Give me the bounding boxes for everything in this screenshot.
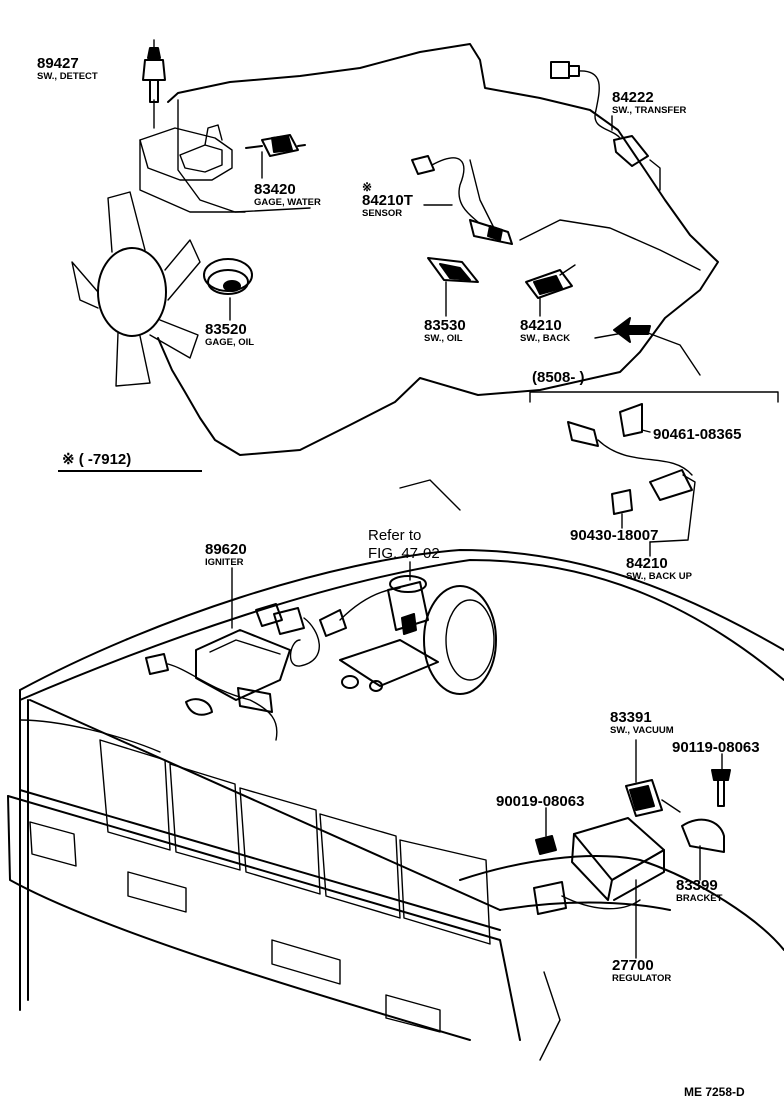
fan-drawing [71,191,201,387]
part-label-84210: 84210 SW., BACK [520,318,570,344]
part-label-83520: 83520 GAGE, OIL [205,322,254,348]
vehicle-body-drawing [7,549,784,1061]
part-name: SW., TRANSFER [612,105,687,116]
regulator-drawing [533,817,665,959]
part-label-83399: 83399 BRACKET [676,878,722,904]
part-number: 84222 [612,89,654,106]
date-range-note: (8508- ) [532,369,585,386]
refer-note: Refer to FIG. 47-02 [368,528,440,561]
engine-detail [177,99,311,213]
refer-line-2: FIG. 47-02 [368,545,440,562]
range-bracket [529,391,779,403]
mark-range-note: ※ ( -7912) [62,451,132,468]
part-name: SENSOR [362,208,403,219]
vacuum-switch-drawing [625,739,681,817]
part-number: 84210 [520,317,562,334]
part-number: 83530 [424,317,466,334]
mark-range-underline [58,470,202,472]
part-name: BRACKET [676,893,723,904]
brake-booster-drawing [339,479,497,695]
part-label-27700: 27700 REGULATOR [612,958,671,984]
part-number: 83391 [610,709,652,726]
refer-line-1: Refer to [368,527,422,544]
part-label-90461-08365: 90461-08365 [653,426,742,443]
part-name: SW., BACK UP [626,571,692,582]
part-label-83391: 83391 SW., VACUUM [610,710,674,736]
part-number: 84210 [626,555,668,572]
part-name: SW., VACUUM [610,725,674,736]
part-label-83530: 83530 SW., OIL [424,318,466,344]
part-label-90430-18007: 90430-18007 [570,527,659,544]
detect-switch-drawing [142,39,166,103]
part-number: 84210T [362,192,413,209]
igniter-drawing [145,567,401,741]
part-name: SW., BACK [520,333,571,344]
part-number: 83399 [676,877,718,894]
part-number: 89427 [37,55,79,72]
part-number: 27700 [612,957,654,974]
back-switch-drawing [525,264,576,299]
part-label-84210-back-up: 84210 SW., BACK UP [626,556,692,582]
part-label-90119-08063: 90119-08063 [672,739,760,756]
bolt-90119-drawing [711,753,731,807]
figure-code: ME 7258-D [684,1085,745,1099]
water-gage-drawing [245,134,306,157]
part-mark: ※ [362,180,373,194]
part-name: REGULATOR [612,973,672,984]
part-name: SW., DETECT [37,71,98,82]
oil-switch-drawing [427,257,479,283]
temp-sensor-drawing [411,155,513,245]
bolt-90019-drawing [535,807,557,855]
part-name: IGNITER [205,557,244,568]
back-up-switch-assembly-drawing [567,403,696,557]
part-number: 83420 [254,181,296,198]
part-number: 89620 [205,541,247,558]
part-label-84222: 84222 SW., TRANSFER [612,90,686,116]
part-label-89620: 89620 IGNITER [205,542,247,568]
part-name: GAGE, OIL [205,337,255,348]
transfer-switch-drawing [550,61,661,191]
part-label-83420: 83420 GAGE, WATER [254,182,321,208]
oil-gage-drawing [203,258,253,295]
part-name: SW., OIL [424,333,463,344]
part-label-90019-08063: 90019-08063 [496,793,585,810]
part-number: 83520 [205,321,247,338]
part-name: GAGE, WATER [254,197,321,208]
part-label-84210T: ※ 84210T SENSOR [362,180,413,219]
engine-outline [157,43,719,456]
bracket-83399-drawing [681,818,725,881]
part-label-89427: 89427 SW., DETECT [37,56,98,82]
